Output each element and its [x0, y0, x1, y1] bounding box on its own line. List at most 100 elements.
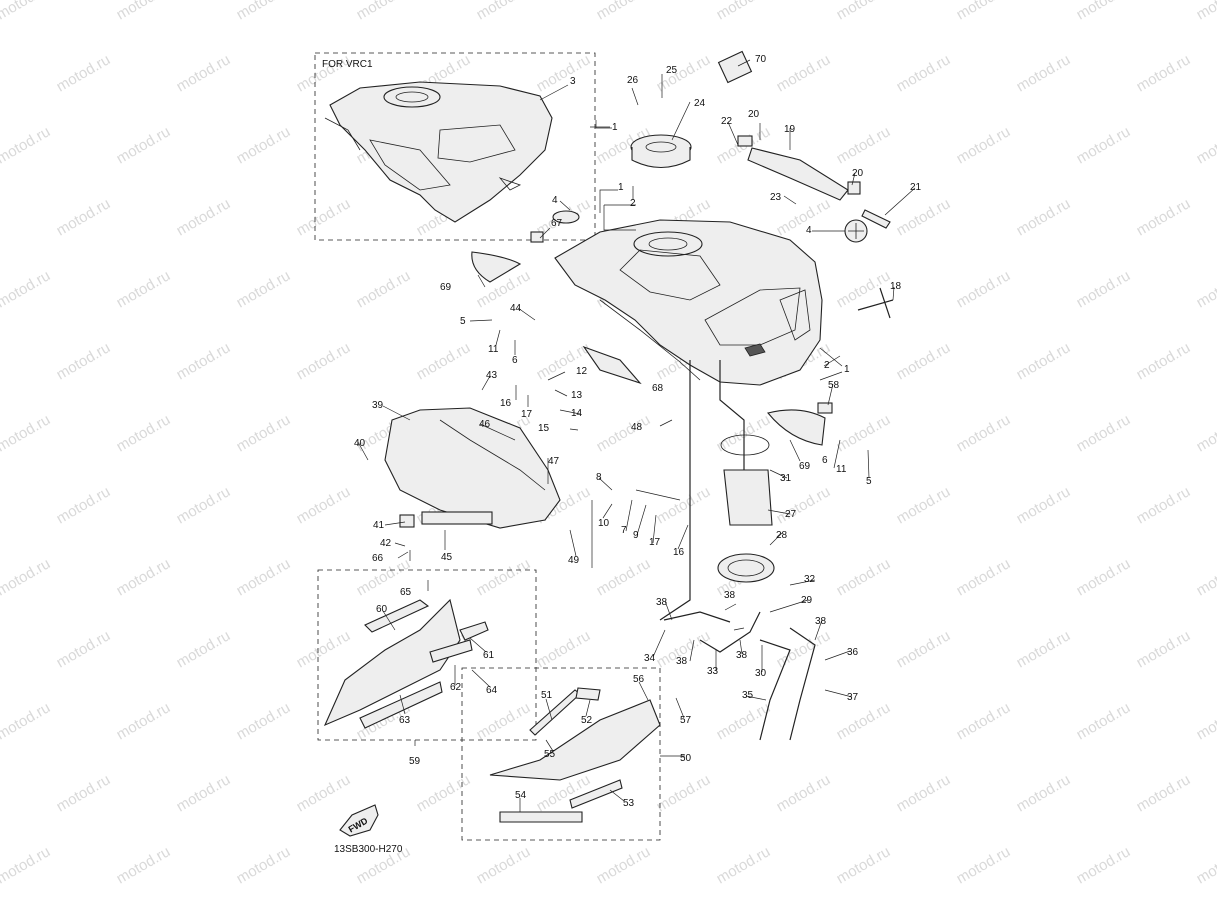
watermark-text: motod.ru — [594, 0, 654, 23]
watermark-text: motod.ru — [714, 0, 774, 23]
watermark-text: motod.ru — [774, 195, 834, 239]
watermark-text: motod.ru — [834, 0, 894, 23]
callout-65: 65 — [400, 587, 412, 598]
watermark-text: motod.ru — [1194, 555, 1217, 599]
callout-1: 1 — [612, 122, 618, 133]
watermark-text: motod.ru — [774, 51, 834, 95]
watermark-text: motod.ru — [1194, 267, 1217, 311]
callout-22: 22 — [721, 116, 733, 127]
watermark-text: motod.ru — [1014, 627, 1074, 671]
watermark-text: motod.ru — [1074, 267, 1134, 311]
watermark-text: motod.ru — [954, 699, 1014, 743]
watermark-text: motod.ru — [0, 0, 53, 23]
callout-14: 14 — [571, 408, 583, 419]
callout-69: 69 — [799, 461, 811, 472]
callout-13: 13 — [571, 390, 583, 401]
watermark-text: motod.ru — [114, 267, 174, 311]
watermark-text: motod.ru — [954, 411, 1014, 455]
callout-15: 15 — [538, 423, 550, 434]
callout-53: 53 — [623, 798, 635, 809]
callout-20: 20 — [748, 109, 760, 120]
watermark-text: motod.ru — [534, 627, 594, 671]
watermark-text: motod.ru — [834, 555, 894, 599]
watermark-text: motod.ru — [1194, 411, 1217, 455]
watermark-text: motod.ru — [294, 627, 354, 671]
callout-5: 5 — [460, 316, 466, 327]
watermark-text: motod.ru — [954, 555, 1014, 599]
watermark-text: motod.ru — [54, 195, 114, 239]
callout-16: 16 — [500, 398, 512, 409]
callout-11: 11 — [488, 344, 499, 355]
callout-35: 35 — [742, 690, 754, 701]
callout-48: 48 — [631, 422, 643, 433]
callout-24: 24 — [694, 98, 706, 109]
callout-62: 62 — [450, 682, 462, 693]
callout-18: 18 — [890, 281, 902, 292]
callout-27: 27 — [785, 509, 797, 520]
callout-28: 28 — [776, 530, 788, 541]
watermark-text: motod.ru — [834, 699, 894, 743]
callout-60: 60 — [376, 604, 388, 615]
callout-38: 38 — [736, 650, 748, 661]
watermark-text: motod.ru — [654, 483, 714, 527]
watermark-text: motod.ru — [1134, 195, 1194, 239]
callout-51: 51 — [541, 690, 553, 701]
watermark-text: motod.ru — [114, 555, 174, 599]
callout-25: 25 — [666, 65, 678, 76]
callout-56: 56 — [633, 674, 645, 685]
watermark-text: motod.ru — [0, 123, 53, 167]
watermark-text: motod.ru — [414, 771, 474, 815]
callout-19: 19 — [784, 124, 796, 135]
callout-57: 57 — [680, 715, 692, 726]
watermark-text: motod.ru — [174, 627, 234, 671]
watermark-text: motod.ru — [234, 123, 294, 167]
watermark-text: motod.ru — [114, 699, 174, 743]
watermark-text: motod.ru — [1194, 699, 1217, 743]
side-cover — [385, 408, 560, 528]
callout-3: 3 — [570, 76, 576, 87]
callout-2: 2 — [630, 198, 636, 209]
callout-12: 12 — [576, 366, 588, 377]
callout-45: 45 — [441, 552, 453, 563]
callout-5: 5 — [866, 476, 872, 487]
callout-61: 61 — [483, 650, 495, 661]
watermark-text: motod.ru — [894, 627, 954, 671]
watermark-text: motod.ru — [594, 411, 654, 455]
callout-6: 6 — [512, 355, 518, 366]
callout-20: 20 — [852, 168, 864, 179]
callout-17: 17 — [649, 537, 661, 548]
callout-9: 9 — [633, 530, 639, 541]
watermark-text: motod.ru — [114, 411, 174, 455]
watermark-text: motod.ru — [1074, 699, 1134, 743]
watermark-text: motod.ru — [0, 555, 53, 599]
watermark-text: motod.ru — [1074, 411, 1134, 455]
callout-17: 17 — [521, 409, 533, 420]
callout-38: 38 — [656, 597, 668, 608]
watermark-text: motod.ru — [1074, 123, 1134, 167]
callout-70: 70 — [755, 54, 767, 65]
callout-59: 59 — [409, 756, 421, 767]
callout-46: 46 — [479, 419, 491, 430]
callout-10: 10 — [598, 518, 610, 529]
watermark-text: motod.ru — [654, 771, 714, 815]
watermark-text: motod.ru — [114, 0, 174, 23]
watermark-text: motod.ru — [894, 339, 954, 383]
watermark-text: motod.ru — [54, 771, 114, 815]
callout-64: 64 — [486, 685, 498, 696]
watermark-text: motod.ru — [354, 0, 414, 23]
callout-36: 36 — [847, 647, 859, 658]
watermark-text: motod.ru — [894, 195, 954, 239]
watermark-text: motod.ru — [354, 267, 414, 311]
watermark-text: motod.ru — [54, 51, 114, 95]
callout-8: 8 — [596, 472, 602, 483]
watermark-text: motod.ru — [1014, 771, 1074, 815]
watermark-text: motod.ru — [1014, 483, 1074, 527]
callout-47: 47 — [548, 456, 560, 467]
callout-38: 38 — [676, 656, 688, 667]
callout-2: 2 — [824, 360, 830, 371]
callout-4: 4 — [806, 225, 812, 236]
watermark-text: motod.ru — [1134, 339, 1194, 383]
watermark-text: motod.ru — [594, 555, 654, 599]
